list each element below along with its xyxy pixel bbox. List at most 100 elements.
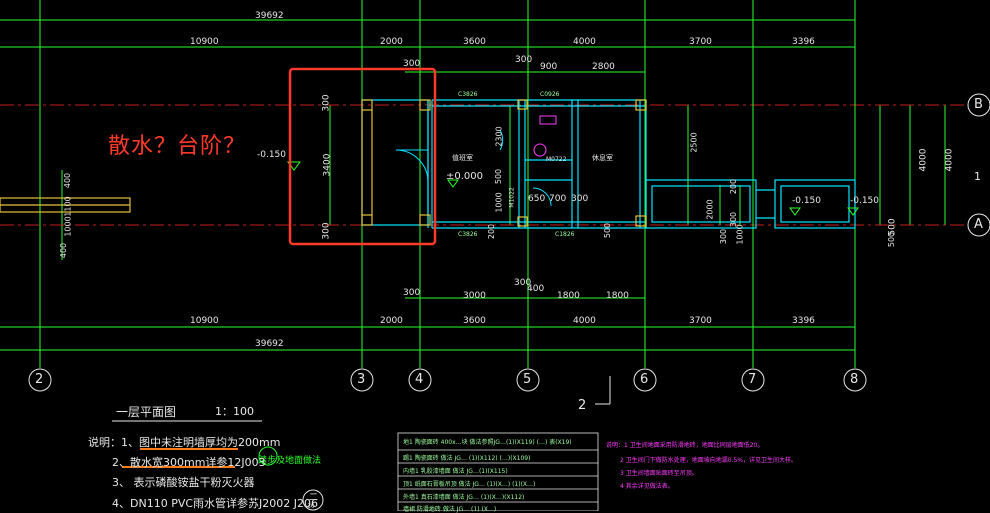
inner-dim-700: 700 (549, 194, 567, 204)
note-4: 4、DN110 PVC雨水管详参苏J2002 J206 (112, 497, 319, 510)
fixtures (533, 115, 557, 157)
walls (361, 99, 856, 229)
right-note-3: 4 其余详见做法表。 (620, 483, 674, 490)
dim-bot-2: 3600 (463, 316, 486, 326)
door-swings (395, 129, 552, 207)
tag-c3826-top: C3826 (458, 91, 478, 98)
inner-dim-300a: 300 (321, 94, 332, 112)
inner-dim-300b: 300 (321, 222, 332, 240)
dim-bot-total: 39692 (255, 339, 284, 349)
inner-dim-3400: 3400 (322, 153, 333, 177)
section-mark-label: 2 (578, 398, 587, 413)
dim-bot-3: 4000 (573, 316, 596, 326)
dim-bot-r1-1: 3000 (463, 291, 486, 301)
axis-5: 5 (523, 372, 532, 387)
right-dim-1: 4000 (944, 148, 955, 172)
inner-dim-500c: 500 (887, 231, 897, 248)
note-1: 说明：1、图中未注明墙厚均为200mm (88, 436, 281, 449)
note-3: 3、 表示磷酸铵盐干粉灭火器 (112, 476, 255, 489)
axis-4: 4 (415, 372, 424, 387)
elev-floor: ±0.000 (446, 171, 484, 182)
table-row-2: 内墙1 乳胶漆墙面 做法 JG…(1)(X115) (403, 468, 508, 475)
inner-dim-200: 200 (487, 223, 497, 240)
elev-out-right2: -0.150 (850, 196, 880, 206)
inner-dim-400: 400 (63, 172, 73, 189)
table-row-3: 顶1 纸面石膏板吊顶 做法 JG… (1)(X…) (1)(X…) (403, 481, 536, 488)
tag-c1826: C1826 (555, 231, 575, 238)
inner-dim-500: 500 (494, 168, 504, 185)
annotation-text: 散水？台阶？ (108, 134, 247, 159)
dim-top-total: 39692 (255, 11, 284, 21)
right-note-2: 3 卫生间墙面贴面砖至吊顶。 (620, 470, 698, 477)
drawing-scale: 1：100 (215, 405, 254, 418)
inner-dim-300e: 300 (719, 228, 729, 245)
axis-6: 6 (640, 372, 649, 387)
elev-out-right1: -0.150 (792, 196, 822, 206)
axis-8: 8 (850, 372, 859, 387)
inner-dim-400b: 400 (59, 242, 69, 259)
center-lines (0, 104, 975, 226)
dim-top-r3-2: 900 (540, 62, 558, 72)
table-row-4: 外墙1 真石漆墙面 做法 JG… (1)(X…)(X112) (403, 494, 525, 501)
elevation-marks (287, 161, 859, 216)
index-circle (302, 489, 324, 511)
finish-table (397, 432, 599, 511)
dim-top-r3-0: 300 (403, 59, 421, 69)
axis-A: A (974, 217, 983, 232)
inner-dim-1000: 1000 (494, 192, 504, 213)
index-mark: 二 (309, 493, 319, 503)
dim-bot-4: 3700 (689, 316, 712, 326)
axis-2: 2 (35, 372, 44, 387)
axis-B: B (974, 97, 983, 112)
side-mark: 1 (974, 170, 981, 183)
table-row-0: 地1 陶瓷面砖 400x…块 做法参照JG…(1)(X119) (…) 表(X1… (403, 439, 572, 446)
dim-top-2: 3600 (463, 37, 486, 47)
table-row-5: 墙裙 防滑地砖 做法 JG… (1) (X…) (403, 506, 497, 513)
index-sub: 30 (307, 503, 315, 510)
inner-dim-650: 650 (528, 194, 546, 204)
dim-bot-5: 3396 (792, 316, 815, 326)
drawing-title: 一层平面图 (116, 405, 177, 419)
detail-label: 踏步及地面做法 (258, 456, 322, 466)
room-right: 休息室 (592, 154, 613, 162)
inner-dim-1000c: 1000 (63, 216, 73, 237)
dim-top-3: 4000 (573, 37, 596, 47)
room-left: 值班室 (452, 154, 473, 162)
elev-out-left: -0.150 (257, 150, 287, 160)
tag-m0722: M0722 (546, 156, 567, 163)
inner-dim-200b: 200 (729, 178, 739, 195)
dim-bot-r1-4: 1800 (557, 291, 580, 301)
right-note-0: 说明：1 卫生间地面采用防滑地砖，地面比同层地面低20。 (606, 442, 764, 449)
dim-bot-0: 10900 (190, 316, 219, 326)
tag-m1022: M1022 (508, 187, 516, 208)
axis-7: 7 (748, 372, 757, 387)
axis-3: 3 (357, 372, 366, 387)
dimension-lines (0, 19, 946, 351)
inner-dim-2500: 2500 (689, 132, 699, 153)
dim-top-1: 2000 (380, 37, 403, 47)
dim-top-0: 10900 (190, 37, 219, 47)
dim-bot-r1-2: 300 (514, 278, 532, 288)
highlight-box (288, 67, 437, 246)
inner-dim-2000: 2000 (705, 199, 715, 220)
inner-dim-1100: 1100 (63, 196, 73, 217)
dim-bot-r1-0: 300 (403, 288, 421, 298)
inner-dim-500b: 500 (603, 222, 613, 239)
inner-dim-2300: 2300 (494, 126, 504, 147)
section-mark (595, 376, 611, 405)
dim-top-4: 3700 (689, 37, 712, 47)
dim-bot-r1-3: 400 (527, 284, 545, 294)
note-2: 2、散水宽300mm详参12J003 (112, 456, 266, 469)
columns (0, 99, 647, 227)
detail-circle (258, 446, 278, 466)
tag-c3826-bot: C3826 (458, 231, 478, 238)
inner-dim-300c: 300 (571, 194, 589, 204)
dim-bot-r1-5: 1800 (606, 291, 629, 301)
dim-bot-1: 2000 (380, 316, 403, 326)
note-underlines (122, 448, 238, 468)
tag-c0926: C0926 (540, 91, 560, 98)
right-dim-0: 4000 (918, 148, 929, 172)
table-row-1: 踢1 陶瓷面砖 做法 JG… (1)(X112) (…)(X109) (403, 455, 531, 462)
right-note-1: 2 卫生间门下做防水处理，地面坡向地漏0.5%，详见卫生间大样。 (620, 457, 797, 464)
